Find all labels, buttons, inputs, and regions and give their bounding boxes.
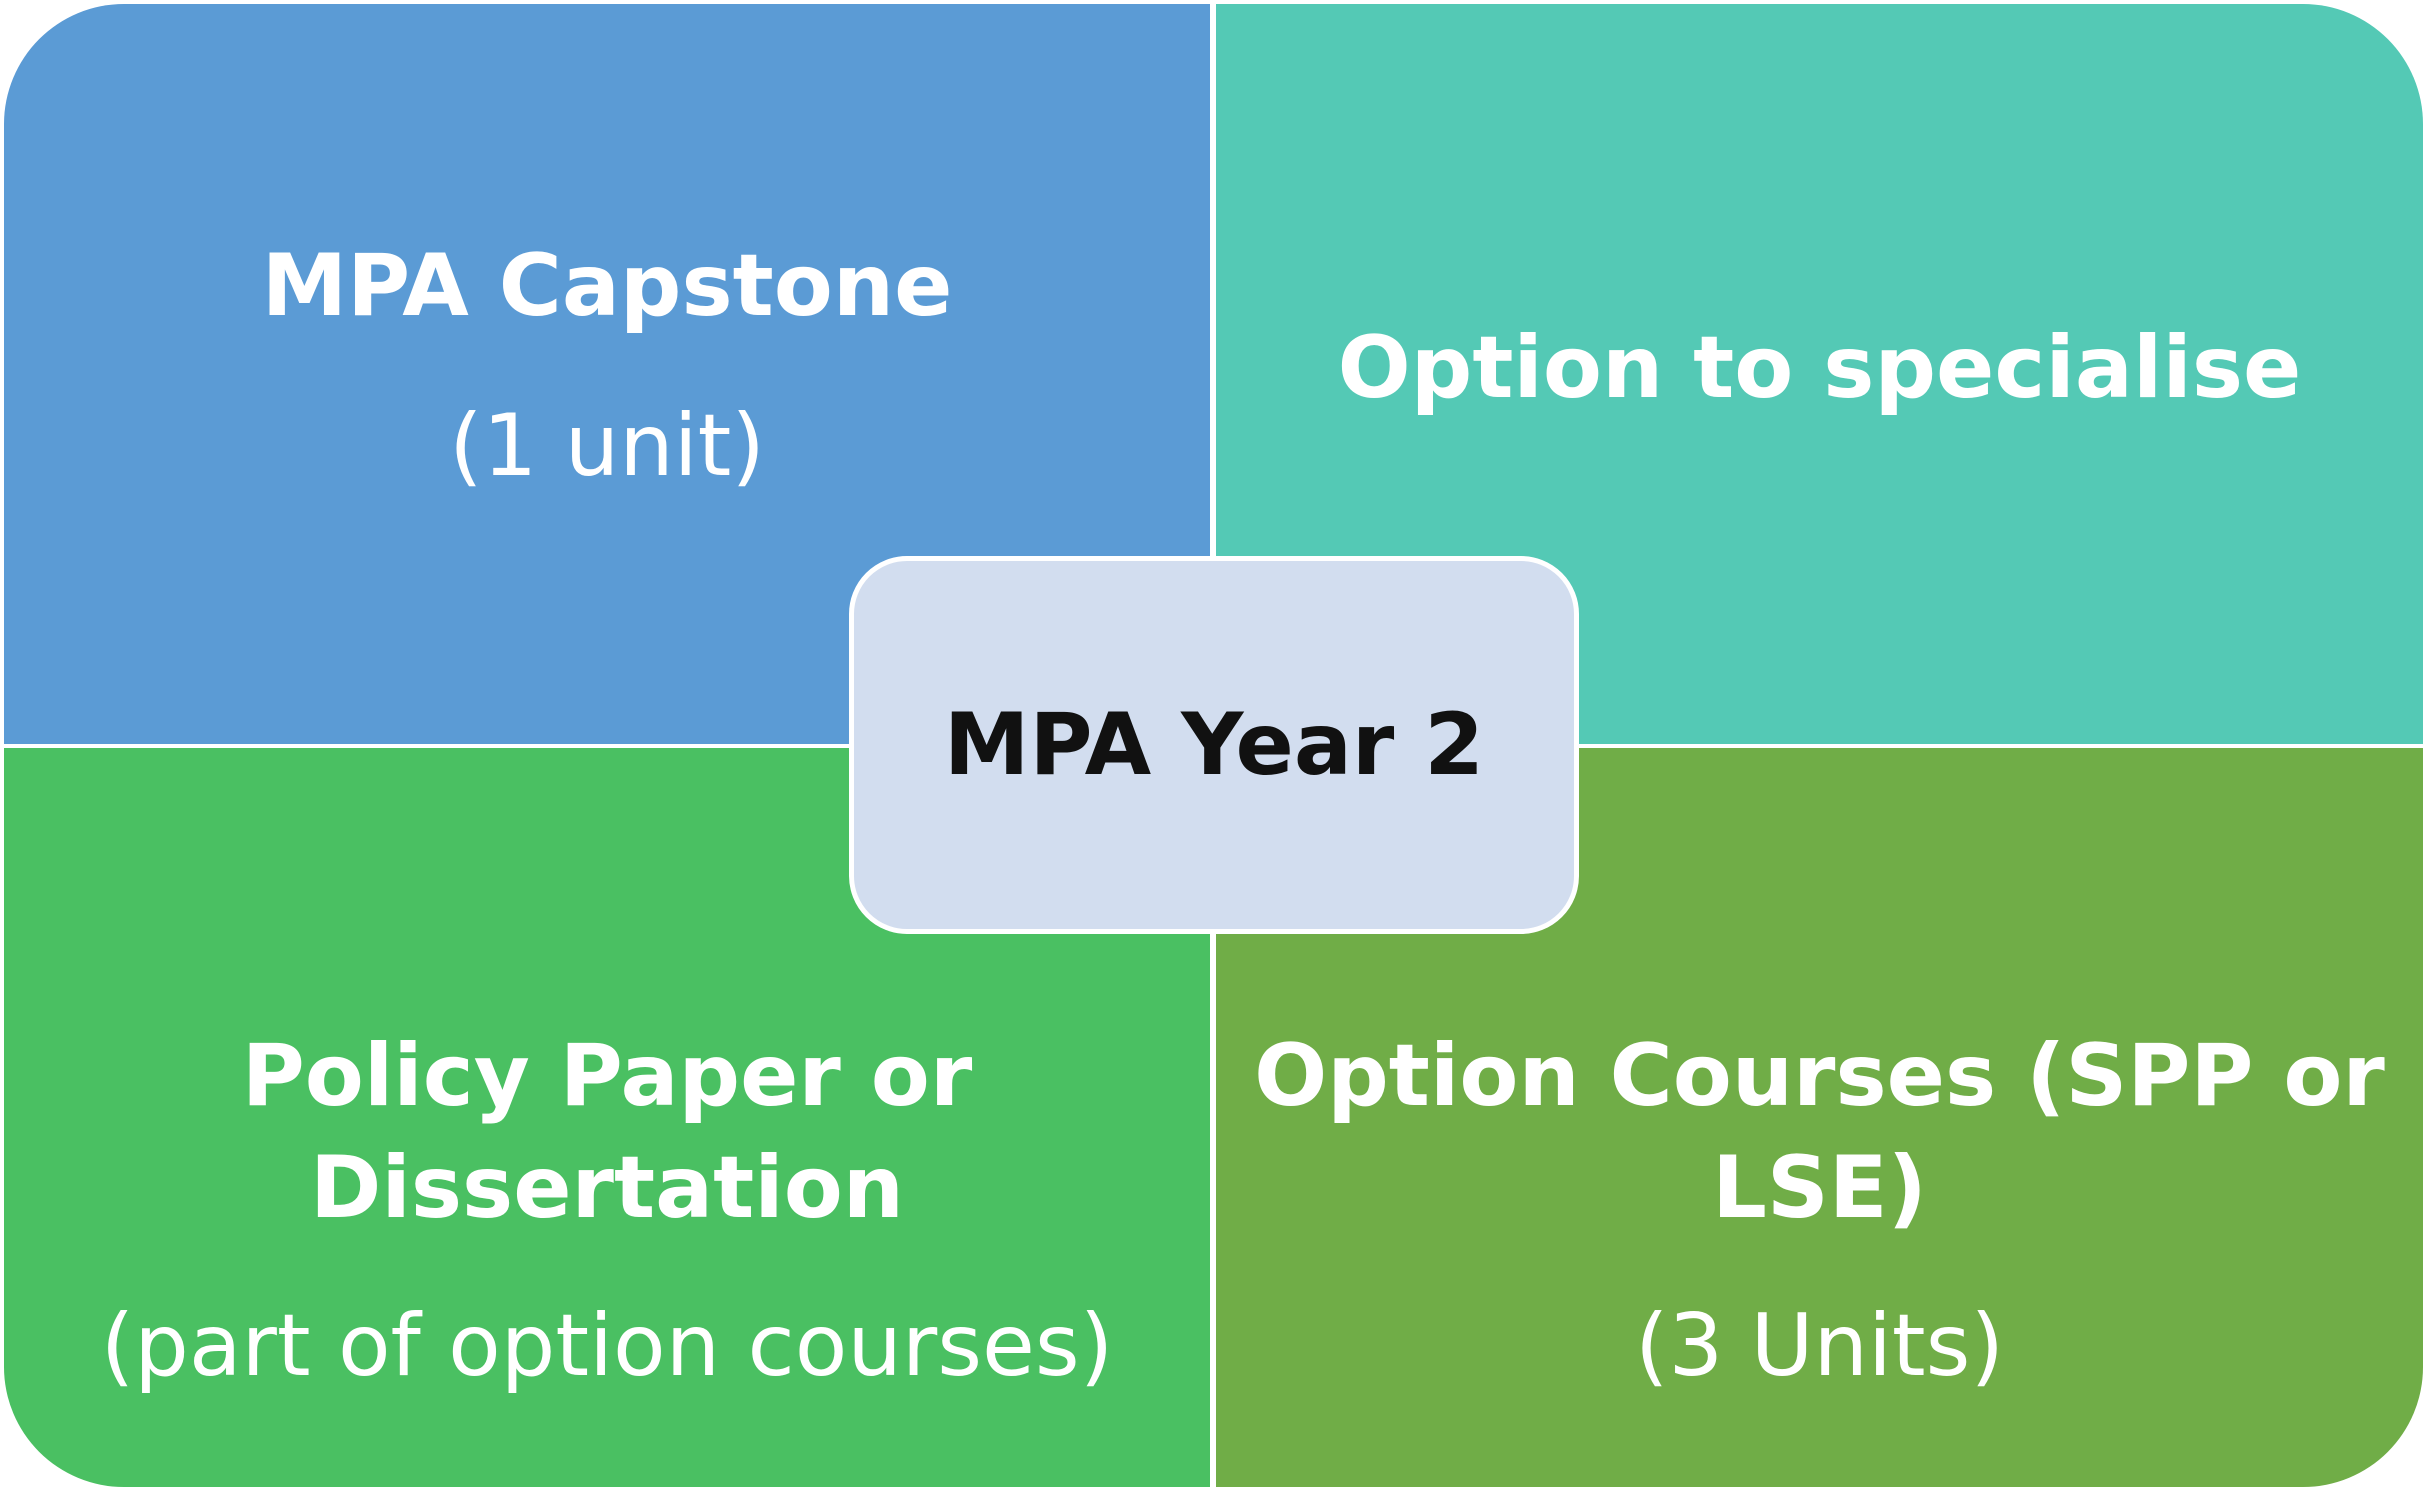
mpa-capstone-title: MPA Capstone bbox=[261, 236, 953, 336]
option-courses-title-line1: Option Courses (SPP or bbox=[1254, 1026, 2385, 1126]
policy-paper-title-line1: Policy Paper or bbox=[241, 1026, 973, 1126]
quadrant-policy-paper: Policy Paper or Dissertation (part of op… bbox=[4, 748, 1210, 1487]
policy-paper-note: (part of option courses) bbox=[100, 1296, 1114, 1396]
center-mpa-year-2: MPA Year 2 bbox=[849, 556, 1579, 934]
mpa-capstone-units: (1 unit) bbox=[449, 396, 765, 496]
option-to-specialise-title: Option to specialise bbox=[1337, 318, 2302, 418]
policy-paper-title-line2: Dissertation bbox=[309, 1138, 905, 1238]
option-courses-units: (3 Units) bbox=[1634, 1296, 2005, 1396]
option-courses-title-line2: LSE) bbox=[1712, 1138, 1927, 1238]
quadrant-mpa-capstone: MPA Capstone (1 unit) bbox=[4, 4, 1210, 744]
center-label: MPA Year 2 bbox=[943, 695, 1485, 795]
